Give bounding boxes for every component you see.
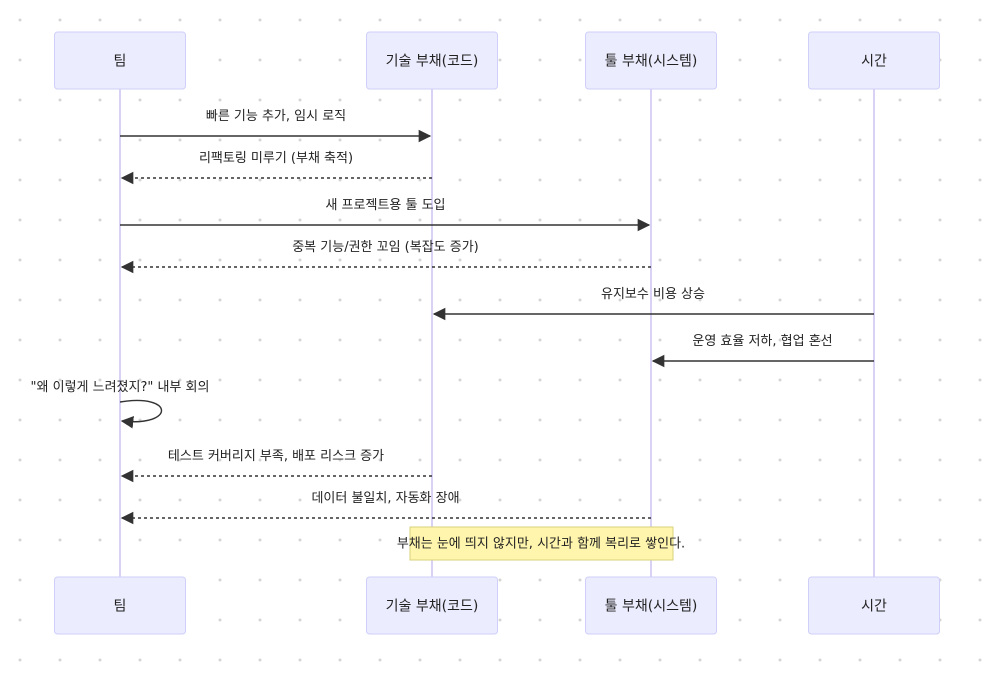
actor-tool-top: 툴 부채(시스템) [585, 31, 717, 90]
note-box [409, 526, 674, 561]
message-label: 유지보수 비용 상승 [601, 287, 705, 302]
lifelines [119, 89, 875, 577]
message-label: 데이터 불일치, 자동화 장애 [311, 491, 459, 506]
actor-time-top: 시간 [808, 31, 940, 90]
message-2: 리팩토링 미루기 (부채 축적) [120, 151, 432, 185]
message-7: "왜 이렇게 느려졌지?" 내부 회의 [31, 380, 210, 429]
actor-tech-bottom: 기술 부채(코드) [366, 576, 498, 635]
actor-label: 툴 부채(시스템) [605, 599, 698, 615]
message-label: 테스트 커버리지 부족, 배포 리스크 증가 [168, 449, 384, 464]
note-layer: 부채는 눈에 띄지 않지만, 시간과 함께 복리로 쌓인다. [397, 526, 685, 561]
actor-label: 시간 [861, 54, 887, 70]
actor-label: 기술 부채(코드) [386, 599, 479, 615]
message-1: 빠른 기능 추가, 임시 로직 [120, 109, 432, 143]
message-9: 데이터 불일치, 자동화 장애 [120, 491, 651, 525]
message-label: 새 프로젝트용 툴 도입 [325, 198, 445, 213]
actor-box [808, 576, 940, 635]
actor-label: 기술 부채(코드) [386, 54, 479, 70]
actor-label: 팀 [114, 54, 127, 70]
message-label: 운영 효율 저하, 협업 혼선 [692, 334, 832, 349]
message-8: 테스트 커버리지 부족, 배포 리스크 증가 [120, 449, 432, 483]
actor-tech-top: 기술 부채(코드) [366, 31, 498, 90]
actor-box [585, 31, 717, 90]
message-3: 새 프로젝트용 툴 도입 [120, 198, 651, 232]
actor-label: 툴 부채(시스템) [605, 54, 698, 70]
message-5: 유지보수 비용 상승 [432, 287, 874, 321]
actor-label: 팀 [114, 599, 127, 615]
note: 부채는 눈에 띄지 않지만, 시간과 함께 복리로 쌓인다. [397, 526, 685, 561]
actor-team-top: 팀 [54, 31, 186, 90]
note-text: 부채는 눈에 띄지 않지만, 시간과 함께 복리로 쌓인다. [397, 537, 685, 552]
actor-box [366, 31, 498, 90]
actor-box [585, 576, 717, 635]
actor-box [366, 576, 498, 635]
message-label: 빠른 기능 추가, 임시 로직 [206, 109, 346, 124]
message-arrow [119, 399, 163, 429]
message-4: 중복 기능/권한 꼬임 (복잡도 증가) [120, 240, 651, 274]
actor-box [54, 576, 186, 635]
actor-box [54, 31, 186, 90]
message-label: 리팩토링 미루기 (부채 축적) [199, 151, 353, 166]
message-label: 중복 기능/권한 꼬임 (복잡도 증가) [292, 240, 479, 255]
actor-team-bottom: 팀 [54, 576, 186, 635]
actor-time-bottom: 시간 [808, 576, 940, 635]
actor-box [808, 31, 940, 90]
actor-tool-bottom: 툴 부채(시스템) [585, 576, 717, 635]
actor-label: 시간 [861, 599, 887, 615]
message-6: 운영 효율 저하, 협업 혼선 [651, 334, 874, 368]
message-label: "왜 이렇게 느려졌지?" 내부 회의 [31, 380, 210, 395]
